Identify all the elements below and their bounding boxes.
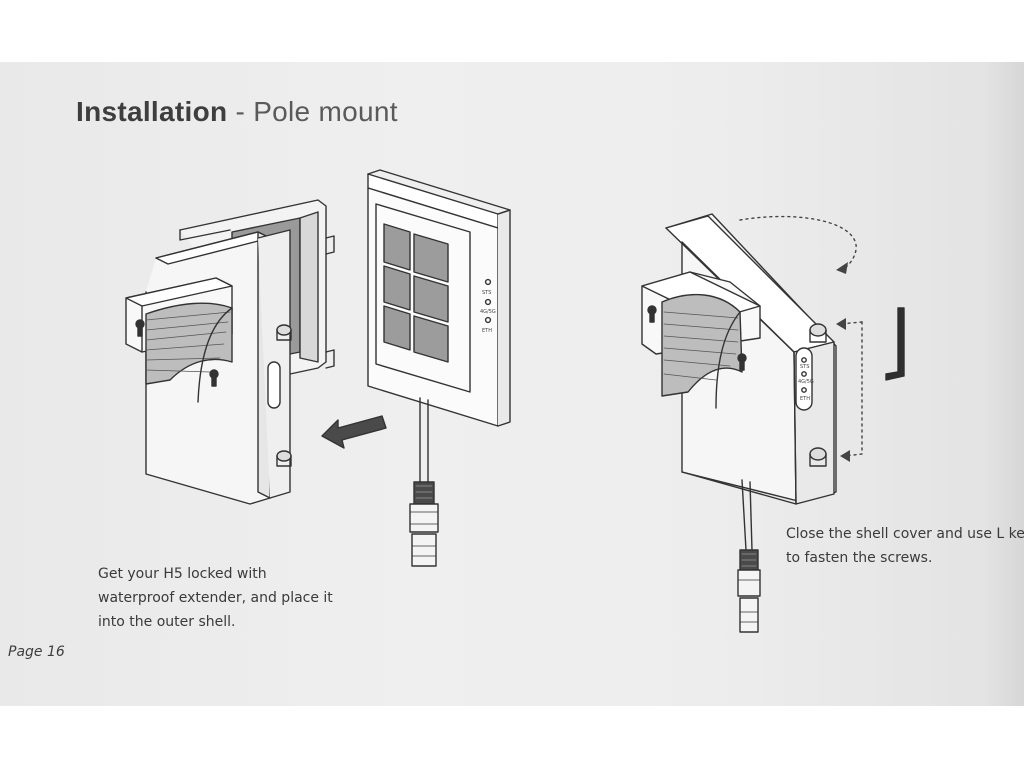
insert-arrow xyxy=(321,415,387,449)
title-rest: - Pole mount xyxy=(227,96,398,127)
led-label-sts: STS xyxy=(482,290,491,296)
led-label-4g5g: 4G/5G xyxy=(480,309,496,315)
manual-page: Installation - Pole mount xyxy=(0,62,1024,706)
led-label-sts-right: STS xyxy=(800,364,809,370)
led-label-4g5g-right: 4G/5G xyxy=(798,379,814,385)
caption-left-line-3: into the outer shell. xyxy=(98,614,236,630)
installation-illustration: STS 4G/5G ETH STS 4G/5G ETH xyxy=(125,169,905,633)
led-label-eth: ETH xyxy=(482,328,492,334)
step-caption-right: Close the shell cover and use L key to f… xyxy=(786,522,1024,570)
assembled-cable xyxy=(737,479,761,633)
assembled-unit-drawing xyxy=(641,213,837,505)
arrow-heads xyxy=(836,262,850,462)
l-key-icon xyxy=(885,307,905,381)
caption-left-line-2: waterproof extender, and place it xyxy=(98,590,333,606)
title-bold: Installation xyxy=(76,96,228,127)
led-label-eth-right: ETH xyxy=(800,396,810,402)
page-edge-shadow xyxy=(984,62,1024,706)
page-title: Installation - Pole mount xyxy=(76,96,398,128)
caption-left-line-1: Get your H5 locked with xyxy=(98,566,267,582)
outer-shell-drawing xyxy=(125,199,335,505)
caption-right-line-2: to fasten the screws. xyxy=(786,550,933,566)
h5-cable xyxy=(409,397,439,567)
caption-right-line-1: Close the shell cover and use L key xyxy=(786,526,1024,542)
step-caption-left: Get your H5 locked with waterproof exten… xyxy=(98,562,358,634)
page-number: Page 16 xyxy=(8,644,65,660)
h5-device-drawing xyxy=(367,169,511,427)
